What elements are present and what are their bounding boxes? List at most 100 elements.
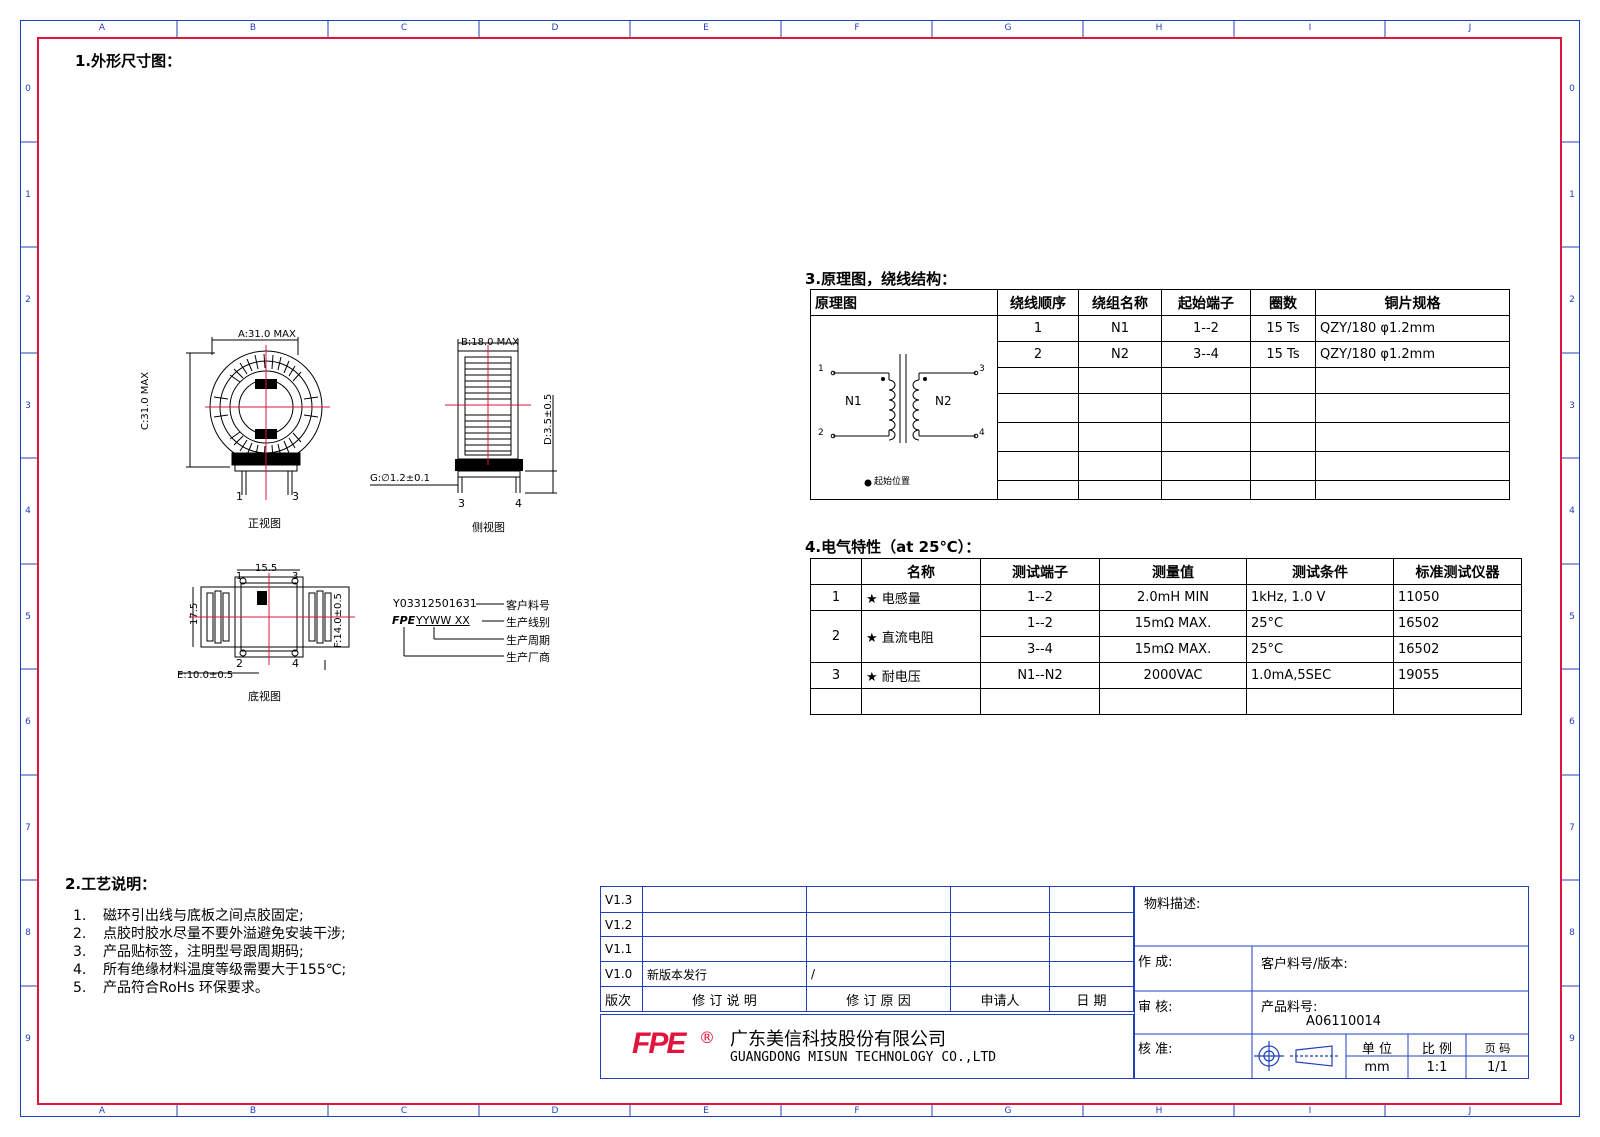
schematic-pin-3: 3 [979,364,985,374]
section2-title: 2.工艺说明： [65,875,157,893]
process-item: 4.所有绝缘材料温度等级需要大于155℃; [73,961,393,979]
process-item-number: 4. [73,962,87,978]
product-no-label: 产品料号: [1261,1000,1318,1015]
section3-title: 3.原理图，绕线结构： [805,270,957,288]
elec-cell: 1.0mA,5SEC [1246,662,1394,689]
winding-cell: N2 [1078,341,1162,368]
company-name-en: GUANGDONG MISUN TECHNOLOGY CO.,LTD [730,1050,997,1065]
elec-cell: 25°C [1246,636,1394,663]
bottom-caption: 底视图 [248,690,281,703]
rev-header-reason: 修 订 原 因 [806,986,951,1012]
zone-left-2: 2 [25,295,31,305]
winding-header-name: 绕组名称 [1078,289,1162,316]
scale-label: 比 例 [1421,1042,1453,1057]
zone-bottom-g: G [1004,1106,1012,1116]
front-dim-c: C:31.0 MAX [140,371,151,430]
side-dim-b: B:18.0 MAX [461,337,519,348]
elec-cell: 1--2 [980,584,1100,611]
table-row: 1 2 3 4 N1 N2 起始位置 1 N1 1--2 15 Ts QZY/1… [810,315,1510,500]
front-dim-a: A:31.0 MAX [238,329,296,340]
outer-frame [20,20,1580,1117]
info-block [1134,886,1529,1079]
company-block [600,1014,1134,1079]
rev-header-version: 版次 [600,986,643,1012]
table-row: 3 ★ 耐电压 N1--N2 2000VAC 1.0mA,5SEC 19055 [810,662,1522,689]
side-view-drawing [370,339,557,494]
elec-cell: ★ 直流电阻 [861,610,981,663]
zone-top-h: H [1155,23,1163,33]
customer-part-label: 客户料号/版本: [1261,957,1348,972]
bottom-dim-f: F:14.0±0.5 [333,593,344,648]
elec-cell: 2 [810,610,862,663]
unit-value: mm [1364,1060,1390,1075]
elec-cell: 19055 [1393,662,1522,689]
zone-right-1: 1 [1569,190,1575,200]
zone-left-6: 6 [25,717,31,727]
section4-title: 4.电气特性（at 25℃）： [805,538,981,556]
winding-cell: 15 Ts [1250,341,1316,368]
table-row: 1 ★ 电感量 1--2 2.0mH MIN 1kHz, 1.0 V 11050 [810,584,1522,611]
zone-left-8: 8 [25,928,31,938]
rev-version: V1.0 [600,961,643,987]
elec-cell: ★ 耐电压 [861,662,981,689]
elec-cell: 2.0mH MIN [1099,584,1247,611]
zone-top-c: C [400,23,408,33]
side-dim-g: G:∅1.2±0.1 [370,473,431,484]
zone-left-0: 0 [25,84,31,94]
marking-logo: FPE [392,614,416,627]
process-item-number: 2. [73,926,87,942]
rev-header-date: 日 期 [1049,986,1134,1012]
section1-title: 1.外形尺寸图： [75,52,182,70]
zone-right-0: 0 [1569,84,1575,94]
rev-version: V1.3 [600,886,643,913]
zone-right-5: 5 [1569,612,1575,622]
zone-top-j: J [1468,23,1472,33]
bottom-pin-2: 2 [236,657,243,670]
elec-cell: 15mΩ MAX. [1099,636,1247,663]
process-item: 2. 点胶时胶水尽量不要外溢避免安装干涉; [73,925,393,943]
process-item-text: 点胶时胶水尽量不要外溢避免安装干涉; [103,926,346,942]
winding-header-schematic: 原理图 [810,289,998,316]
schematic-pin-4: 4 [979,428,985,438]
front-caption: 正视图 [248,517,281,530]
projection-symbol-icon [1254,1041,1340,1071]
zone-bottom-b: B [249,1106,257,1116]
rev-header-desc: 修 订 说 明 [642,986,807,1012]
zone-left-3: 3 [25,401,31,411]
side-pin-3: 3 [458,497,465,510]
company-name-cn: 广东美信科技股份有限公司 [730,1029,946,1050]
zone-bottom-i: I [1308,1106,1312,1116]
zone-bottom-d: D [551,1106,559,1116]
front-pin-1: 1 [236,490,243,503]
schematic-pin-1: 1 [818,364,824,374]
bottom-pin-1: 1 [236,571,243,582]
scale-value: 1:1 [1426,1060,1448,1075]
marking-label-period: 生产周期 [506,634,550,647]
elec-header-name: 名称 [861,558,981,585]
zone-right-6: 6 [1569,717,1575,727]
marking-label-line: 生产线别 [506,616,550,629]
zone-bottom-c: C [400,1106,408,1116]
rev-desc: 新版本发行 [642,961,807,987]
rev-version: V1.2 [600,912,643,937]
process-item: 1.磁环引出线与底板之间点胶固定; [73,907,393,925]
side-caption: 侧视图 [472,521,505,534]
table-row [811,393,1510,423]
elec-cell: 3 [810,662,862,689]
winding-table: 原理图 绕线顺序 绕组名称 起始端子 圈数 铜片规格 [810,289,1510,500]
process-item-text: 产品符合RoHs 环保要求。 [103,980,269,996]
zone-bottom-e: E [703,1106,709,1116]
schematic-n1: N1 [845,394,862,408]
elec-cell: 15mΩ MAX. [1099,610,1247,637]
zone-left-4: 4 [25,506,31,516]
zone-right-2: 2 [1569,295,1575,305]
bottom-view-drawing [179,569,355,674]
zone-top-a: A [98,23,106,33]
product-no-value: A06110014 [1306,1014,1382,1029]
process-list: 1.磁环引出线与底板之间点胶固定; 2.点胶时胶水尽量不要外溢避免安装干涉; 3… [73,907,393,997]
elec-header-instrument: 标准测试仪器 [1393,558,1522,585]
elec-cell: ★ 电感量 [861,584,981,611]
info-block-lines [1134,945,1529,1079]
zone-top-g: G [1004,23,1012,33]
